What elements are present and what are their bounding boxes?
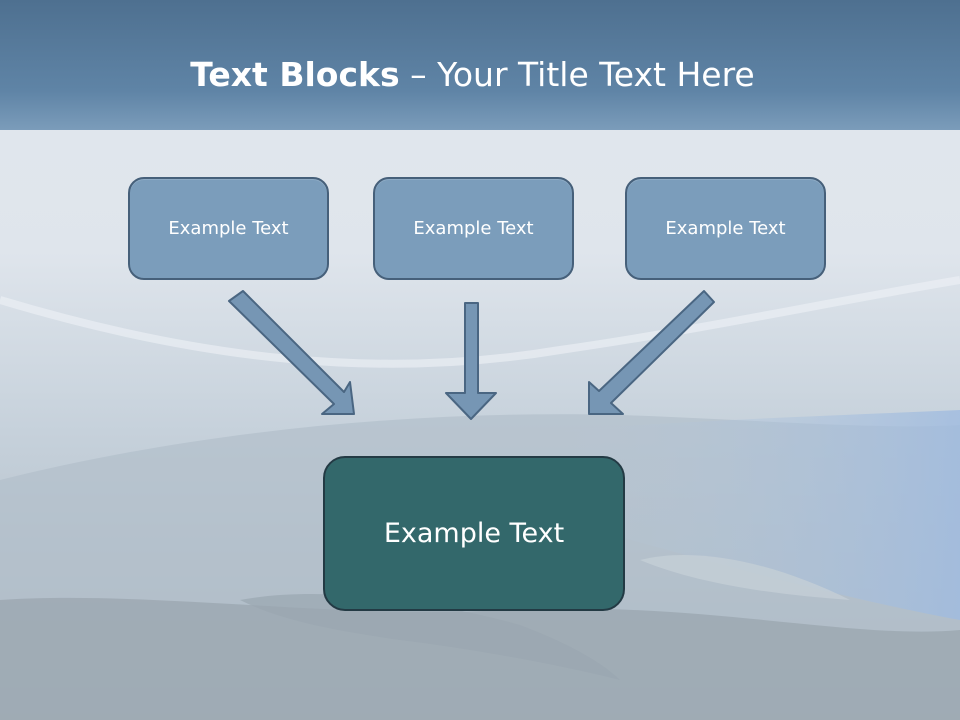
text-block-1[interactable]: Example Text xyxy=(128,177,329,280)
arrow-left-down-right xyxy=(228,290,355,415)
text-block-3-label: Example Text xyxy=(665,218,786,239)
arrow-right-down-left xyxy=(588,290,715,415)
arrow-center-down xyxy=(445,302,497,420)
text-block-3[interactable]: Example Text xyxy=(625,177,826,280)
text-block-2[interactable]: Example Text xyxy=(373,177,574,280)
title-rest-part: – Your Title Text Here xyxy=(399,55,755,94)
main-text-block[interactable]: Example Text xyxy=(323,456,625,611)
title-header-bar xyxy=(0,0,960,130)
slide-title: Text Blocks – Your Title Text Here xyxy=(0,52,945,98)
main-text-block-label: Example Text xyxy=(383,518,565,549)
text-block-2-label: Example Text xyxy=(413,218,534,239)
title-bold-part: Text Blocks xyxy=(190,55,400,94)
text-block-1-label: Example Text xyxy=(168,218,289,239)
